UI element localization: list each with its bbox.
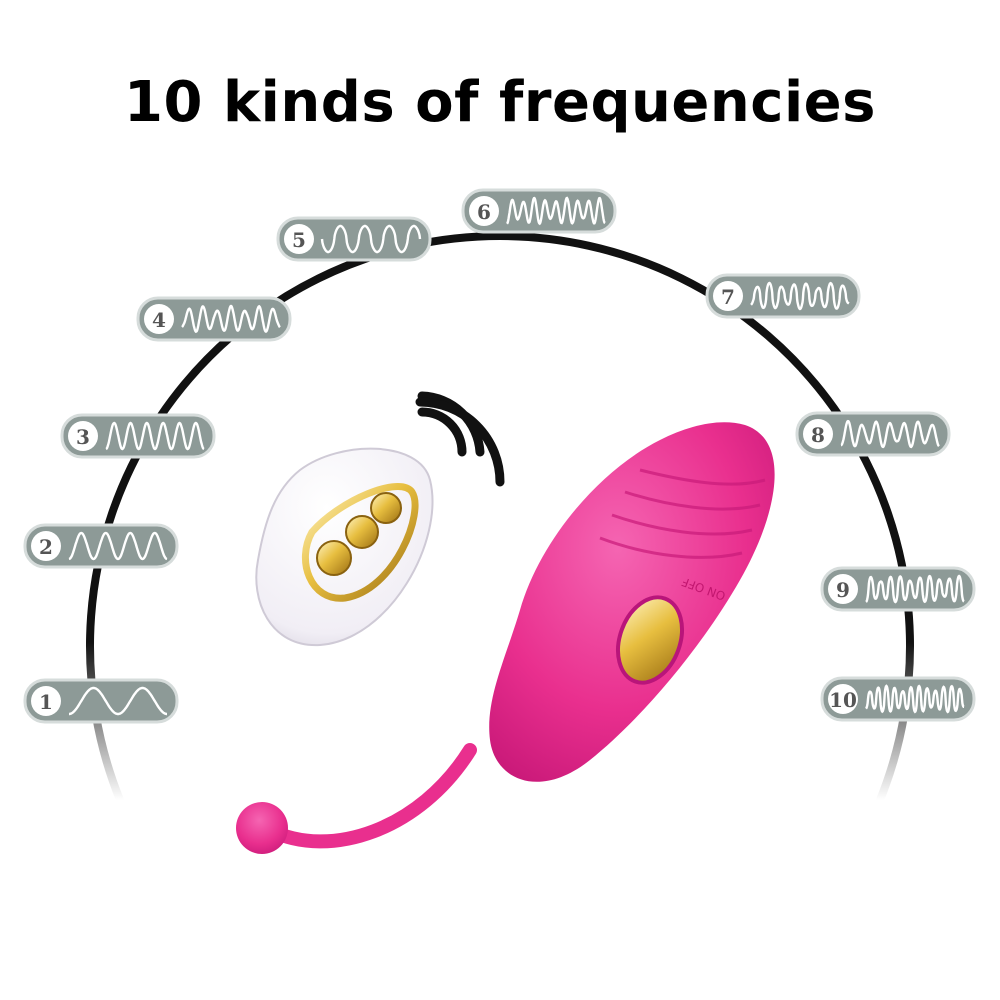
vibrator-device: ON OFF [236,422,775,854]
frequency-label: 6 [477,200,491,224]
waveform-icon [105,421,205,451]
waveform-icon [506,196,606,226]
frequency-label: 8 [811,423,825,447]
remote-control [255,447,434,647]
frequency-label: 1 [39,690,53,714]
frequency-label: 9 [836,578,850,602]
frequency-badge-3: 3 [60,413,216,459]
frequency-badge-4: 4 [136,296,292,342]
frequency-badge-6: 6 [461,188,617,234]
power-button [616,595,684,685]
waveform-icon [320,224,422,254]
waveform-icon [68,531,168,561]
frequency-label: 2 [39,535,53,559]
waveform-icon [865,684,965,714]
frequency-badge-5: 5 [276,216,432,262]
remote-button [316,540,352,576]
frequency-badge-9: 9 [820,566,976,612]
frequency-label: 4 [152,308,166,332]
frequency-badge-2: 2 [23,523,179,569]
remote-button [370,492,402,524]
waveform-icon [840,419,940,449]
frequency-badge-8: 8 [795,411,951,457]
frequency-label: 3 [76,425,90,449]
frequency-label: 7 [721,285,735,309]
frequency-label: 5 [292,228,306,252]
waveform-icon [181,304,281,334]
frequency-badge-10: 10 [820,676,976,722]
waveform-icon [750,281,850,311]
page-title: 10 kinds of frequencies [124,70,876,135]
waveform-icon [69,686,167,716]
frequency-badge-1: 1 [23,678,179,724]
wifi-signal-icon [415,391,505,487]
frequency-label: 10 [829,688,857,712]
remote-button [345,515,379,549]
frequency-badge-7: 7 [705,273,861,319]
waveform-icon [865,574,965,604]
